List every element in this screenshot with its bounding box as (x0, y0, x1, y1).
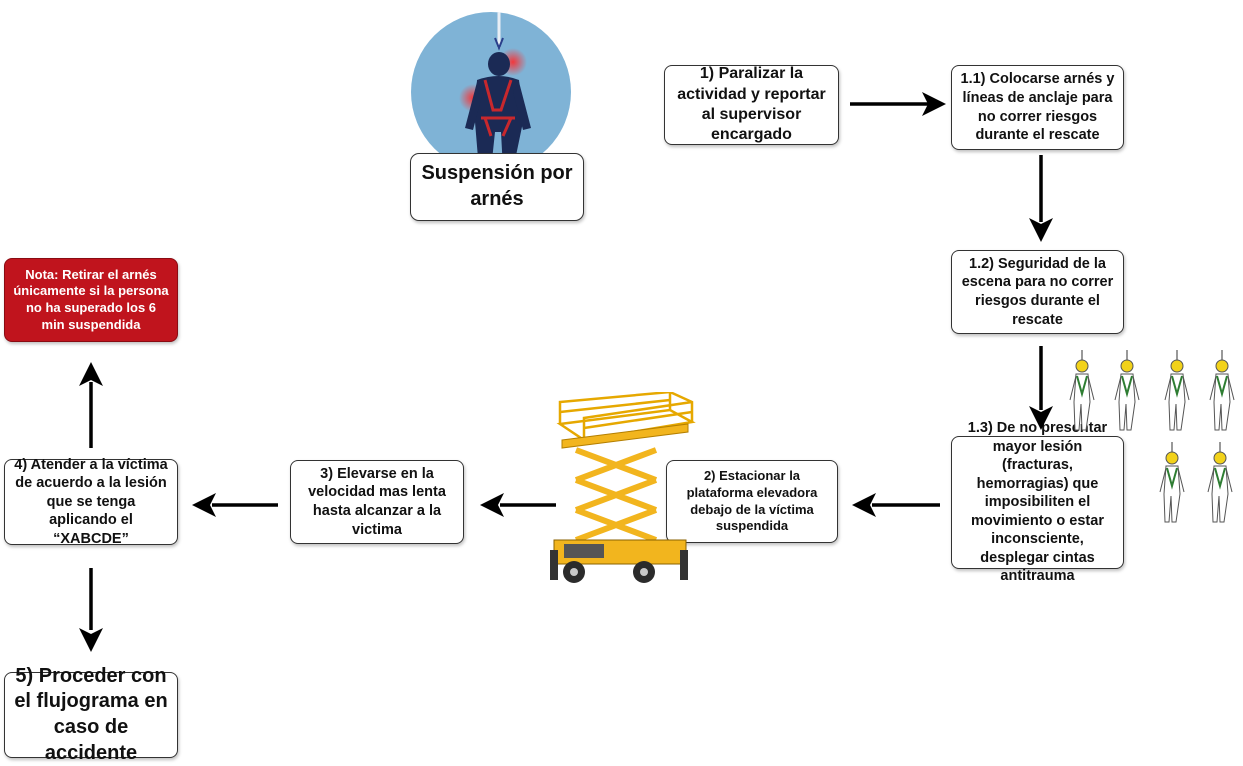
arrowhead-down-icon (79, 628, 103, 652)
step-1-3-box: 1.3) De no presentar mayor lesión (fract… (951, 420, 1124, 584)
arrowhead-down-icon (1029, 218, 1053, 242)
step-2-text: 2) Estacionar la plataforma elevadora de… (686, 468, 818, 534)
diagram-title: Suspensión por arnés (421, 162, 573, 210)
arrowhead-right-icon (922, 92, 946, 116)
arrowhead-up-icon (79, 362, 103, 386)
step-4-box: 4) Atender a la víctima de acuerdo a la … (4, 457, 178, 547)
step-1-text: 1) Paralizar la actividad y reportar al … (677, 65, 826, 144)
step-1-1-box: 1.1) Colocarse arnés y líneas de anclaje… (951, 65, 1124, 150)
step-1-2-box: 1.2) Seguridad de la escena para no corr… (951, 250, 1124, 334)
step-5-box: 5) Proceder con el flujograma en caso de… (4, 665, 178, 764)
step-1-1-text: 1.1) Colocarse arnés y líneas de anclaje… (960, 71, 1115, 144)
scissor-lift-icon (550, 392, 696, 583)
step-1-box: 1) Paralizar la actividad y reportar al … (664, 65, 839, 145)
arrowhead-left-icon (480, 493, 504, 517)
arrowhead-left-icon (852, 493, 876, 517)
note-text: Nota: Retirar el arnés únicamente si la … (13, 266, 169, 332)
note-box: Nota: Retirar el arnés únicamente si la … (4, 258, 178, 342)
arrowhead-left-icon (192, 493, 216, 517)
step-4-text: 4) Atender a la víctima de acuerdo a la … (14, 456, 168, 547)
step-2-box: 2) Estacionar la plataforma elevadora de… (666, 460, 838, 543)
antitrauma-strap-figures-icon (1069, 350, 1235, 523)
step-1-3-text: 1.3) De no presentar mayor lesión (fract… (967, 420, 1108, 585)
arrowhead-down-icon (1029, 406, 1053, 430)
step-5-text: 5) Proceder con el flujograma en caso de… (14, 664, 168, 764)
step-3-box: 3) Elevarse en la velocidad mas lenta ha… (290, 460, 464, 544)
suspended-person-icon (411, 12, 571, 170)
step-3-text: 3) Elevarse en la velocidad mas lenta ha… (308, 465, 446, 538)
step-1-2-text: 1.2) Seguridad de la escena para no corr… (961, 255, 1114, 328)
title-box: Suspensión por arnés (410, 153, 584, 221)
